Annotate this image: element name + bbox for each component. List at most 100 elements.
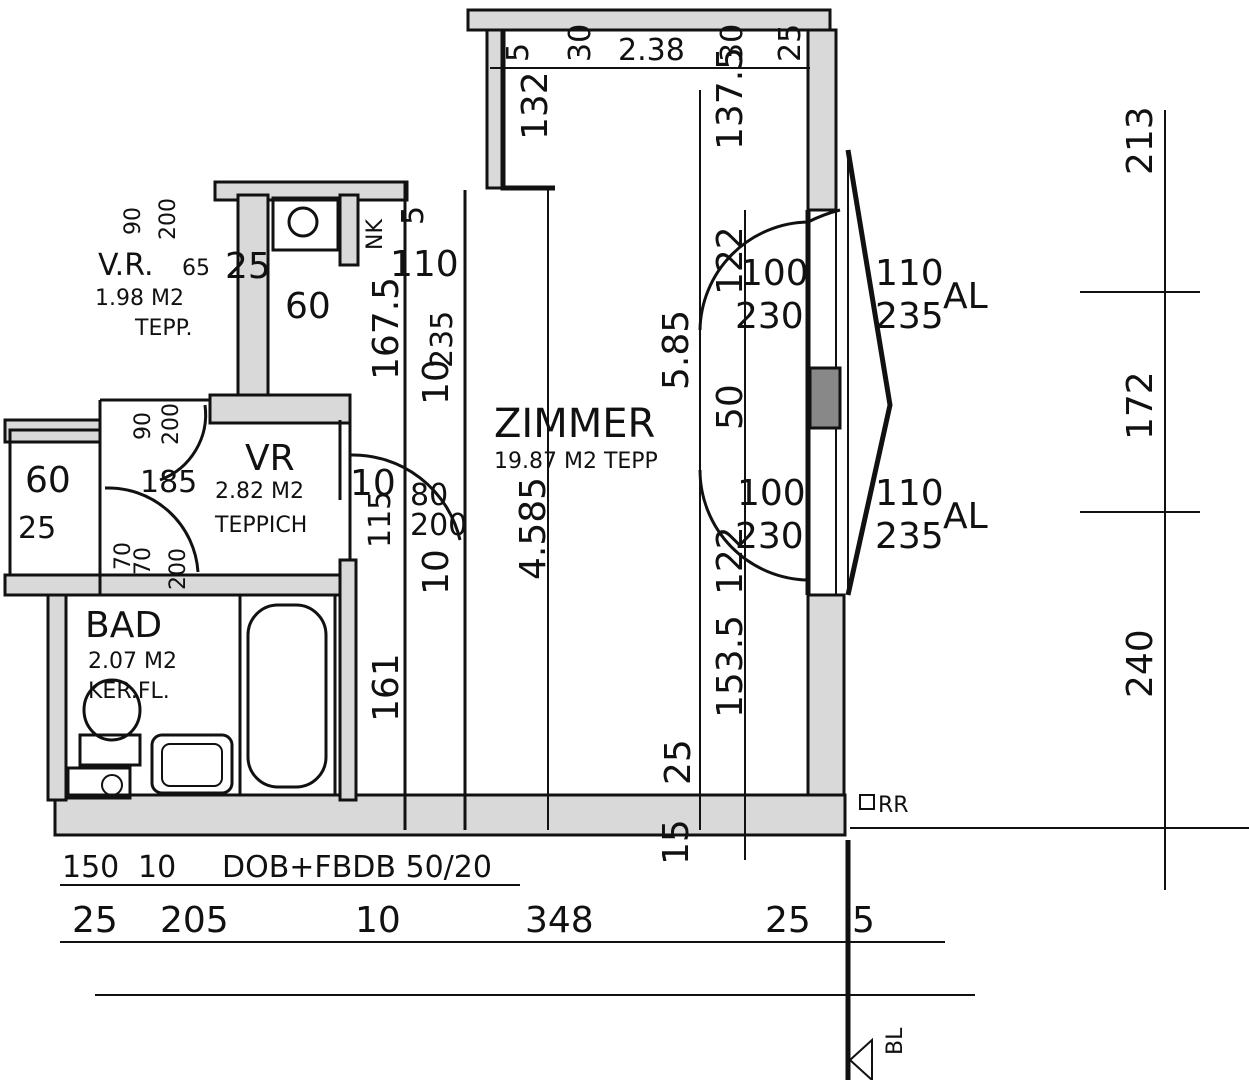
zimmer-label: ZIMMER bbox=[494, 401, 655, 447]
vr-left-closet bbox=[8, 428, 102, 577]
right-dim-3: 240 bbox=[1120, 629, 1161, 698]
top-dim-2: 30 bbox=[563, 24, 598, 62]
wc-sink-icon bbox=[287, 206, 319, 238]
dim-200a: 200 bbox=[156, 198, 181, 240]
wall-bad-left bbox=[46, 593, 68, 802]
window-top-type: AL bbox=[943, 276, 988, 317]
dim-70b: 70 bbox=[131, 547, 156, 575]
rr-marker-icon bbox=[859, 794, 875, 810]
vr-small-label: V.R. bbox=[98, 248, 154, 283]
top-dim-5: 25 bbox=[773, 24, 808, 62]
dim-50: 50 bbox=[710, 384, 751, 430]
dim-60b: 60 bbox=[25, 460, 71, 501]
dim-200d: 200 bbox=[410, 508, 467, 543]
window-bottom-type: AL bbox=[943, 496, 988, 537]
bl-label: BL bbox=[883, 1027, 908, 1055]
wall-nk-right bbox=[338, 193, 360, 267]
markers: RR BL bbox=[848, 793, 909, 1080]
window-swing-top-icon bbox=[807, 208, 841, 224]
sink-basin bbox=[161, 743, 223, 787]
vr-floor: TEPPICH bbox=[214, 513, 307, 538]
bottom1-dim-2: 10 bbox=[138, 850, 176, 885]
vr-small-area: 1.98 M2 bbox=[95, 286, 184, 311]
bad-floor: KER.FL. bbox=[88, 679, 170, 704]
dim-200b: 200 bbox=[159, 403, 184, 445]
dim-1675: 167.5 bbox=[366, 277, 407, 380]
wall-vr-top bbox=[208, 393, 352, 425]
vr-label: VR bbox=[245, 438, 295, 479]
wall-right-lower bbox=[806, 593, 846, 812]
wc-frame bbox=[271, 196, 340, 252]
door-top-width: 100 bbox=[740, 253, 809, 294]
bathroom-fixtures bbox=[66, 196, 340, 800]
bottom2-dim-2: 205 bbox=[160, 900, 229, 941]
bottom2-dim-6: 5 bbox=[852, 900, 875, 941]
dim-60a: 60 bbox=[285, 286, 331, 327]
window-labels: 110 235 AL 110 235 AL 100 230 100 230 bbox=[735, 253, 988, 557]
dim-10c: 10 bbox=[416, 549, 457, 595]
window-pier bbox=[808, 366, 842, 430]
door-swing-vr-top-icon bbox=[159, 404, 208, 482]
toilet-icon bbox=[82, 678, 142, 742]
sink-icon bbox=[150, 733, 234, 795]
bottom-dimensions: 150 10 DOB+FBDB 50/20 25 205 10 348 25 5 bbox=[62, 850, 875, 941]
vr-doors bbox=[104, 404, 462, 573]
dim-70a: 70 bbox=[111, 542, 136, 570]
dim-25c: 25 bbox=[18, 511, 56, 546]
vr-right-edge bbox=[338, 420, 352, 560]
dim-115: 115 bbox=[363, 491, 398, 548]
dim-25b: 25 bbox=[225, 246, 271, 287]
bay-window-outline bbox=[845, 149, 893, 596]
dim-200c: 200 bbox=[166, 548, 191, 590]
door-swing-top-icon bbox=[698, 220, 809, 331]
wall-nk-left bbox=[236, 193, 270, 397]
bottom1-dim-3: DOB+FBDB 50/20 bbox=[222, 850, 492, 885]
dim-90b: 90 bbox=[131, 412, 156, 440]
dim-4585: 4.585 bbox=[513, 477, 554, 580]
wall-bad-top bbox=[98, 573, 342, 597]
right-dim-2: 172 bbox=[1120, 371, 1161, 440]
wall-top bbox=[466, 8, 832, 32]
dim-1375: 137.5 bbox=[710, 47, 751, 150]
dim-110: 110 bbox=[390, 244, 459, 285]
bottom2-dim-1: 25 bbox=[72, 900, 118, 941]
wall-right-upper bbox=[806, 28, 838, 212]
door-swing-bottom-icon bbox=[698, 469, 809, 582]
top-dim-3: 2.38 bbox=[618, 33, 685, 68]
bottom2-dim-5: 25 bbox=[765, 900, 811, 941]
top-dim-1: 5 bbox=[501, 43, 536, 62]
dim-235: 235 bbox=[425, 311, 460, 368]
bottom1-dim-1: 150 bbox=[62, 850, 119, 885]
room-labels: ZIMMER 19.87 M2 TEPP V.R. 1.98 M2 TEPP. … bbox=[85, 219, 658, 704]
dim-122b: 122 bbox=[710, 526, 751, 595]
dim-5: 5 bbox=[396, 206, 431, 225]
window-bottom-height: 235 bbox=[875, 516, 944, 557]
dim-80: 80 bbox=[410, 478, 448, 513]
bathtub-icon bbox=[246, 603, 328, 789]
dim-122a: 122 bbox=[710, 226, 751, 295]
dim-10a: 10 bbox=[416, 359, 457, 405]
right-dimensions: 213 172 240 bbox=[1120, 106, 1161, 698]
vr-small-floor: TEPP. bbox=[134, 316, 192, 341]
door-swing-zimmer-icon bbox=[349, 453, 462, 541]
door-swing-vr-icon bbox=[104, 486, 200, 573]
dim-65: 65 bbox=[182, 256, 210, 281]
dim-1535: 153.5 bbox=[710, 615, 751, 718]
bottom2-dim-4: 348 bbox=[525, 900, 594, 941]
dim-25: 25 bbox=[658, 739, 699, 785]
top-dim-4: 30 bbox=[715, 24, 750, 62]
dim-90a: 90 bbox=[121, 207, 146, 235]
rr-label: RR bbox=[878, 793, 909, 818]
dim-161: 161 bbox=[366, 653, 407, 722]
window-bottom-width: 110 bbox=[875, 473, 944, 514]
vr-outline bbox=[98, 398, 210, 575]
bl-arrow-icon bbox=[848, 1037, 873, 1080]
toilet-tank bbox=[78, 733, 142, 767]
bottom2-dim-3: 10 bbox=[355, 900, 401, 941]
nk-label: NK bbox=[363, 219, 388, 250]
washbasin-small-icon bbox=[66, 766, 132, 800]
dim-132: 132 bbox=[515, 71, 556, 140]
bathtub-frame bbox=[238, 593, 337, 797]
dimension-lines bbox=[60, 67, 1249, 1080]
